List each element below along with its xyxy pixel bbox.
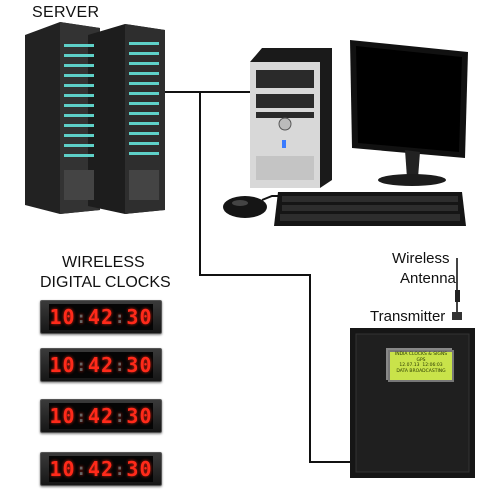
lcd-time: 12:06:03 xyxy=(422,363,443,369)
digital-clock: 10:42:30 xyxy=(40,452,162,486)
lcd-line-2: GPS xyxy=(416,357,426,363)
clock-seconds: 30 xyxy=(126,457,153,481)
clock-display: 10:42:30 xyxy=(49,456,153,482)
desktop-tower-icon xyxy=(250,48,332,188)
keyboard-icon xyxy=(274,192,466,226)
clock-hours: 10 xyxy=(49,457,76,481)
clock-hours: 10 xyxy=(49,353,76,377)
antenna-label-line2: Antenna xyxy=(400,270,456,287)
clock-minutes: 42 xyxy=(87,305,115,329)
server-label: SERVER xyxy=(32,4,100,21)
digital-clock: 10:42:30 xyxy=(40,348,162,382)
clock-display: 10:42:30 xyxy=(49,352,153,378)
clock-separator: : xyxy=(114,459,126,479)
transmitter-label: Transmitter xyxy=(370,308,446,325)
wire-to-transmitter xyxy=(199,92,350,463)
clock-minutes: 42 xyxy=(87,457,115,481)
antenna-label-line1: Wireless xyxy=(392,250,450,267)
clock-display: 10:42:30 xyxy=(49,403,153,429)
lcd-date: 12.07.13 xyxy=(399,363,420,369)
transmitter-lcd-display: INDIA CLOCKS & SIGNS GPS 12.07.13 12:06:… xyxy=(388,350,454,382)
clock-hours: 10 xyxy=(49,404,76,428)
clock-seconds: 30 xyxy=(126,353,153,377)
lcd-line-4: DATA BROADCASTING xyxy=(396,368,446,374)
clock-hours: 10 xyxy=(49,305,76,329)
clock-separator: : xyxy=(114,307,126,327)
antenna-icon xyxy=(452,258,462,320)
lcd-line-3: 12.07.13 12:06:03 xyxy=(390,363,452,369)
server-rack-icon xyxy=(25,22,165,214)
clock-separator: : xyxy=(76,459,88,479)
lcd-line-1: INDIA CLOCKS & SIGNS xyxy=(394,352,448,357)
clock-separator: : xyxy=(76,307,88,327)
digital-clock: 10:42:30 xyxy=(40,300,162,334)
wire-mouse-cable xyxy=(261,195,280,201)
clock-separator: : xyxy=(76,406,88,426)
clock-seconds: 30 xyxy=(126,404,153,428)
clock-minutes: 42 xyxy=(87,404,115,428)
clock-separator: : xyxy=(114,406,126,426)
clock-minutes: 42 xyxy=(87,353,115,377)
clock-display: 10:42:30 xyxy=(49,304,153,330)
clocks-title-line2: DIGITAL CLOCKS xyxy=(40,274,171,291)
monitor-icon xyxy=(350,40,468,186)
clock-separator: : xyxy=(76,355,88,375)
connection-wires xyxy=(162,91,350,463)
digital-clock: 10:42:30 xyxy=(40,399,162,433)
clock-seconds: 30 xyxy=(126,305,153,329)
mouse-icon xyxy=(223,196,267,218)
clocks-title-line1: WIRELESS xyxy=(62,254,145,271)
clock-separator: : xyxy=(114,355,126,375)
